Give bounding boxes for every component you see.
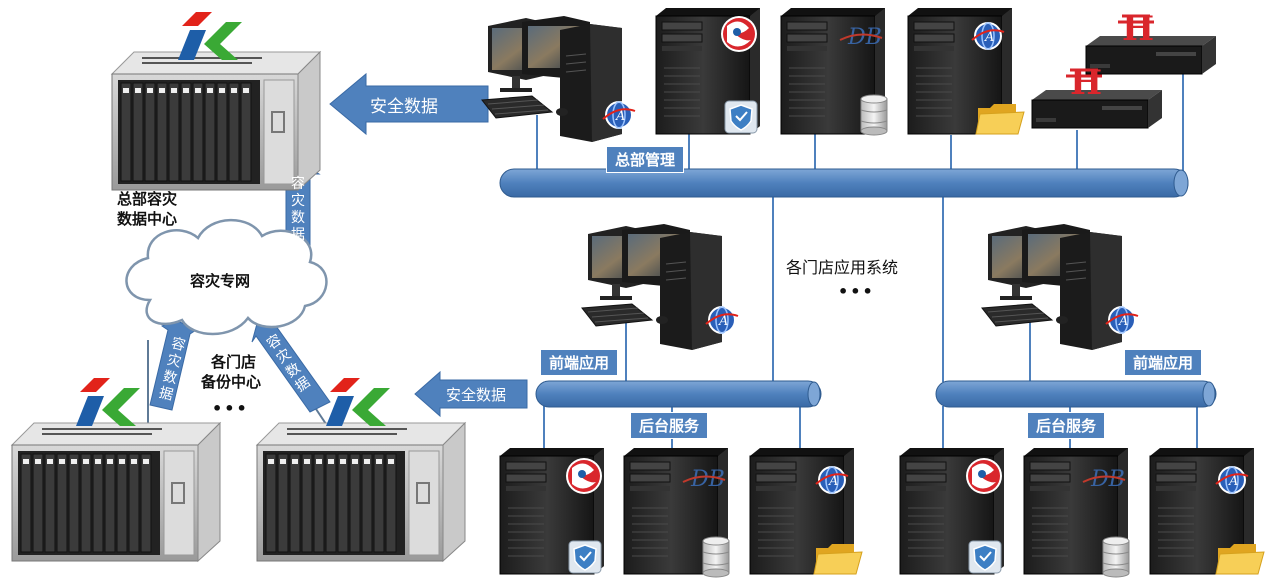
store-apps-label: 各门店应用系统 <box>786 258 899 277</box>
ik-logo-branch-right <box>326 378 390 426</box>
right-store-workstation <box>981 223 1123 351</box>
dr-network-cloud <box>125 218 328 336</box>
folder-icon <box>975 103 1025 135</box>
branch-center-label-line2: 备份中心 <box>201 373 262 391</box>
swirl-logo-icon <box>966 458 1002 494</box>
left-frontend-label: 前端应用 <box>540 349 619 376</box>
hq-blade-server <box>111 51 321 191</box>
hq-center-label-line2: 数据中心 <box>117 210 178 228</box>
right-store-bus <box>935 380 1217 408</box>
branch-blade-server-right <box>256 422 466 562</box>
shield-icon <box>968 540 1002 574</box>
right-frontend-label: 前端应用 <box>1124 349 1203 376</box>
hq-center-label-line1: 总部容灾 <box>117 190 178 208</box>
folder-icon <box>813 543 863 575</box>
shield-icon <box>724 100 758 134</box>
secure-data-label-bottom: 安全数据 <box>446 386 507 404</box>
left-store-bus <box>535 380 822 408</box>
right-backend-label: 后台服务 <box>1027 412 1106 439</box>
left-backend-label: 后台服务 <box>630 412 709 439</box>
left-store-workstation <box>581 223 723 351</box>
database-icon <box>702 536 730 578</box>
branch-center-label-line1: 各门店 <box>211 353 257 371</box>
hq-workstation <box>481 15 623 143</box>
database-icon <box>860 94 888 136</box>
hq-bus <box>499 168 1189 198</box>
hq-bus-label: 总部管理 <box>606 146 685 173</box>
swirl-logo-icon <box>566 458 602 494</box>
ellipsis-left: ••• <box>212 399 249 418</box>
swirl-logo-icon <box>721 16 757 52</box>
database-icon <box>1102 536 1130 578</box>
secure-data-arrow-bottom <box>414 370 528 418</box>
folder-icon <box>1215 543 1265 575</box>
ik-logo-branch-left <box>76 378 140 426</box>
secure-data-label-top: 安全数据 <box>370 97 438 117</box>
dr-logo-icon <box>1064 61 1104 105</box>
shield-icon <box>568 540 602 574</box>
ellipsis-right: ••• <box>838 282 875 301</box>
dr-logo-icon <box>1116 7 1156 51</box>
branch-blade-server-left <box>11 422 221 562</box>
dr-data-label-up: 容灾数据 <box>291 176 305 243</box>
cloud-label: 容灾专网 <box>190 272 251 290</box>
